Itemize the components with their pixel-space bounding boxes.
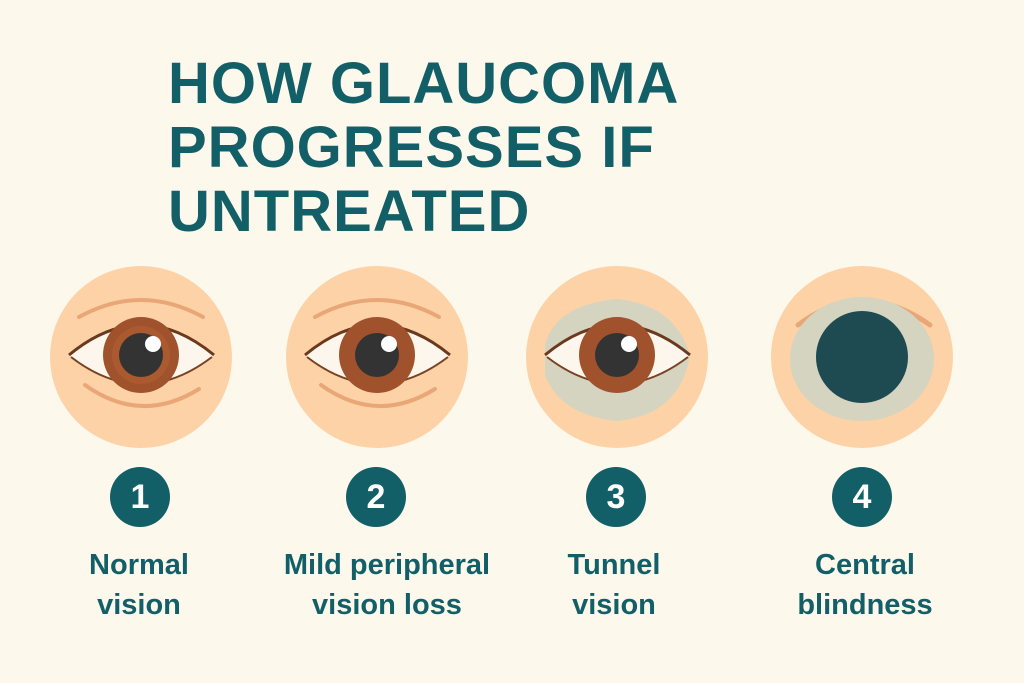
stage-label-line: vision <box>572 589 656 621</box>
step-badge-3: 3 <box>586 467 646 527</box>
step-badge-4: 4 <box>832 467 892 527</box>
stage-label-line: Central <box>815 549 915 581</box>
stage-label-2: Mild peripheral vision loss <box>257 545 517 625</box>
stage-label-4: Central blindness <box>735 545 995 625</box>
eye-mild-loss-icon <box>285 265 469 449</box>
stage-label-3: Tunnel vision <box>484 545 744 625</box>
page-title: HOW GLAUCOMA PROGRESSES IF UNTREATED <box>168 52 1024 244</box>
step-badge-1: 1 <box>110 467 170 527</box>
stage-label-line: vision loss <box>312 589 462 621</box>
title-line-1: HOW GLAUCOMA <box>168 51 680 116</box>
step-badge-2: 2 <box>346 467 406 527</box>
stage-label-line: Tunnel <box>567 549 661 581</box>
stage-label-line: vision <box>97 589 181 621</box>
eye-blindness-icon <box>770 265 954 449</box>
eye-tunnel-vision-icon <box>525 265 709 449</box>
stage-label-1: Normal vision <box>9 545 269 625</box>
stage-label-line: Normal <box>89 549 189 581</box>
title-line-2: PROGRESSES IF UNTREATED <box>168 115 655 244</box>
stage-label-line: blindness <box>797 589 933 621</box>
stage-label-line: Mild peripheral <box>283 549 491 581</box>
eye-normal-icon <box>49 265 233 449</box>
